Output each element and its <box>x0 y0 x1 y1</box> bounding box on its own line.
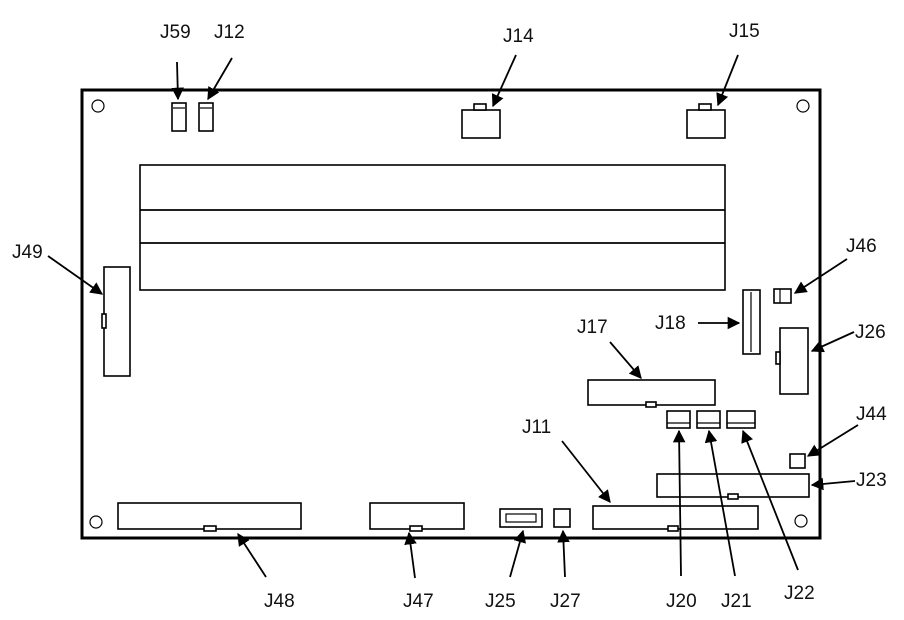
label-j48: J48 <box>264 591 295 612</box>
leader-arrow-j25 <box>509 529 526 578</box>
leader-arrow-j26 <box>810 331 855 353</box>
leader-arrow-j14 <box>491 54 517 108</box>
leader-arrow-j12 <box>207 57 233 101</box>
connector-j12 <box>198 102 214 132</box>
connector-j21 <box>696 410 721 429</box>
memory-slots <box>139 164 726 291</box>
leader-arrow-j49 <box>47 255 104 295</box>
leader-arrow-j47 <box>404 531 417 579</box>
connector-j44 <box>789 453 806 469</box>
label-j25: J25 <box>485 591 516 612</box>
connector-j15 <box>686 103 726 139</box>
leader-arrow-j23 <box>810 477 856 491</box>
label-j49: J49 <box>12 242 43 263</box>
label-j23: J23 <box>856 470 887 491</box>
connector-j27 <box>553 508 571 528</box>
leader-arrow-j15 <box>716 54 739 107</box>
mounting-hole <box>794 514 808 528</box>
label-j26: J26 <box>855 322 886 343</box>
label-j46: J46 <box>846 236 877 257</box>
connector-j47 <box>369 502 465 532</box>
board-outline <box>80 88 822 540</box>
label-j14: J14 <box>503 26 534 47</box>
connector-j23 <box>656 473 810 500</box>
leader-arrow-j20 <box>672 429 686 577</box>
connector-j17 <box>587 379 716 408</box>
label-j59: J59 <box>160 22 191 43</box>
mounting-hole <box>796 99 810 113</box>
connector-j20 <box>666 410 691 429</box>
mounting-hole <box>91 99 105 113</box>
leader-arrow-j21 <box>704 429 736 577</box>
connector-j18 <box>742 289 761 355</box>
connector-j25 <box>499 508 543 528</box>
mounting-hole <box>89 515 103 529</box>
label-j27: J27 <box>550 591 581 612</box>
connector-j46 <box>773 288 792 304</box>
label-j44: J44 <box>856 404 887 425</box>
connector-j11 <box>592 505 759 532</box>
label-j15: J15 <box>729 21 760 42</box>
leader-arrow-j17 <box>609 341 642 379</box>
leader-arrow-j46 <box>793 258 848 294</box>
connector-j22 <box>726 410 756 429</box>
connector-j49 <box>101 266 131 377</box>
label-j11: J11 <box>522 417 551 438</box>
label-j20: J20 <box>666 591 697 612</box>
label-j21: J21 <box>721 591 752 612</box>
label-j22: J22 <box>784 583 815 604</box>
leader-arrow-j22 <box>741 429 799 571</box>
leader-arrow-j27 <box>557 529 570 578</box>
leader-arrow-j59 <box>171 61 184 101</box>
connector-j48 <box>117 502 302 532</box>
leader-arrow-j48 <box>237 532 267 578</box>
label-j12: J12 <box>214 22 245 43</box>
leader-arrow-j11 <box>561 440 611 503</box>
label-j47: J47 <box>403 591 434 612</box>
label-j18: J18 <box>655 313 686 334</box>
label-j17: J17 <box>577 317 608 338</box>
connector-j59 <box>171 102 187 132</box>
leader-arrow-j44 <box>806 424 859 457</box>
connector-j14 <box>461 103 501 139</box>
connector-j26 <box>775 327 809 395</box>
